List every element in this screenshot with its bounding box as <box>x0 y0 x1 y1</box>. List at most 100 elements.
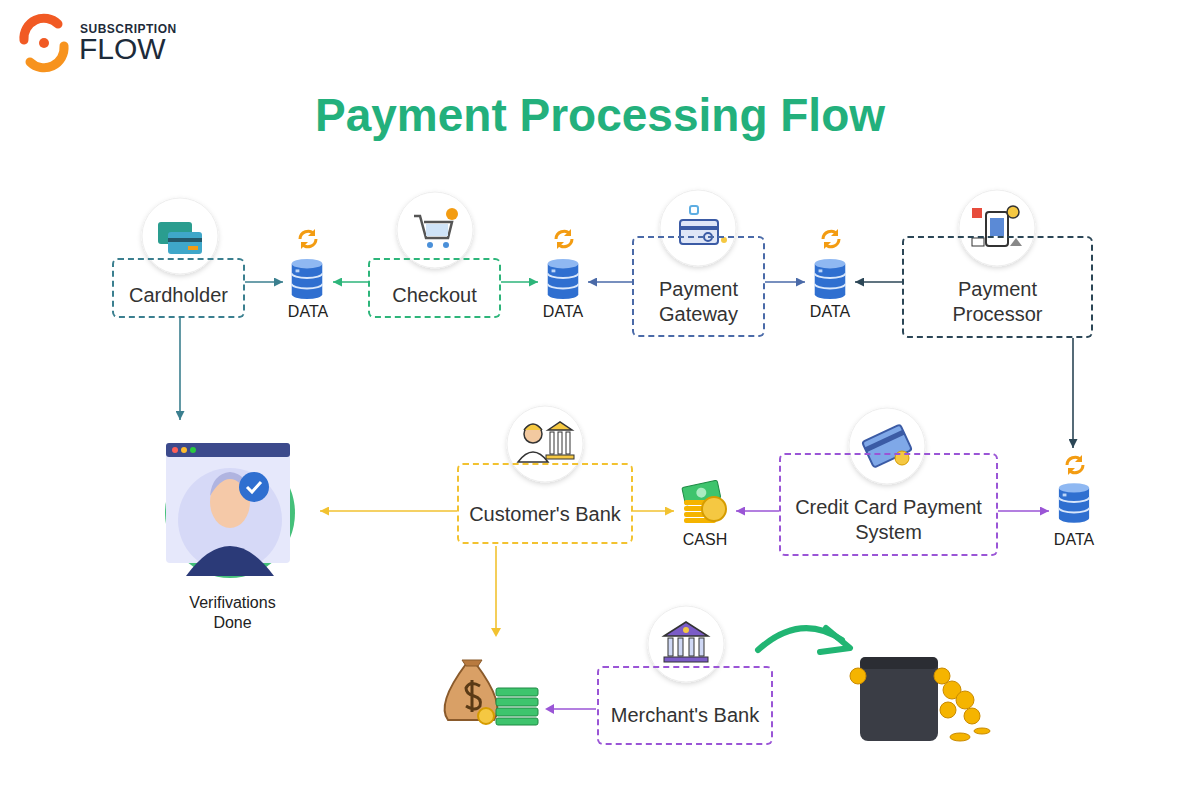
icon-circles <box>397 192 473 268</box>
database-node: DATA <box>805 256 855 324</box>
icon-caption: DATA <box>1054 530 1094 550</box>
node-label: Cardholder <box>129 283 228 308</box>
flow-arrow <box>245 281 283 283</box>
icon-circles <box>849 408 925 484</box>
cart-glyph <box>443 242 449 248</box>
bank-glyph <box>664 657 708 662</box>
icon-caption: DATA <box>543 302 583 322</box>
bank-glyph <box>699 638 704 656</box>
flow-arrow <box>1072 338 1074 448</box>
icon-caption: Verifivations Done <box>173 593 293 633</box>
logo-mark <box>30 46 64 68</box>
wallet <box>860 657 938 741</box>
logo-mark <box>24 18 58 40</box>
flow-arrows-decor <box>820 628 850 652</box>
database-icons <box>556 229 572 249</box>
flow-arrow <box>588 281 632 283</box>
gateway-glyph <box>690 206 698 214</box>
process-box: Credit Card Payment System <box>779 453 998 556</box>
node-label: Credit Card Payment System <box>791 495 986 545</box>
node-label: Checkout <box>392 283 477 308</box>
icon-caption: CASH <box>683 530 727 550</box>
money-bag <box>478 708 494 724</box>
database-icons <box>815 259 846 299</box>
flow-arrow <box>765 281 805 283</box>
cart-glyph <box>414 216 452 238</box>
verification-figure <box>239 472 269 502</box>
credit-card-glyph <box>865 430 905 452</box>
credit-card-glyph <box>862 424 912 467</box>
bank-glyph <box>678 638 683 656</box>
bank-glyph <box>668 638 673 656</box>
database-icons <box>292 259 323 299</box>
banker-glyph <box>566 432 570 454</box>
verification-figure <box>247 482 261 492</box>
gateway-glyph <box>680 206 727 244</box>
bank-glyph <box>689 638 694 656</box>
database-icons <box>1059 483 1089 523</box>
cash-stack <box>682 480 726 523</box>
processor-glyph <box>972 238 984 246</box>
processor-glyph <box>972 208 982 218</box>
banker-glyph <box>550 432 554 454</box>
wallet <box>974 728 990 734</box>
flow-arrows-decor <box>545 704 554 714</box>
money-bag <box>445 660 538 725</box>
bank-glyph <box>664 622 708 662</box>
cash-stack <box>695 487 707 499</box>
money-bag <box>496 718 538 725</box>
database-node: DATA <box>283 256 333 324</box>
flow-arrow <box>320 510 457 512</box>
processor-glyph <box>1010 238 1022 246</box>
process-box: Checkout <box>368 258 501 318</box>
banker-glyph <box>548 422 572 430</box>
money-bag <box>496 688 538 696</box>
banker-glyph <box>518 452 548 462</box>
database-icons <box>292 229 1089 523</box>
wallet <box>950 733 970 741</box>
wallet <box>964 708 980 724</box>
cart-glyph <box>427 242 433 248</box>
gateway-glyph <box>680 220 718 244</box>
logo-mark <box>24 18 64 68</box>
flow-arrow <box>179 318 181 420</box>
cash-stack <box>702 497 726 521</box>
money-bag <box>496 698 538 706</box>
verification-node: Verifivations Done <box>145 420 320 635</box>
money-bag <box>462 660 482 666</box>
flow-arrow <box>633 510 674 512</box>
bank-box: Merchant's Bank <box>597 666 773 745</box>
icon-circles <box>959 190 1035 266</box>
wallet <box>956 691 974 709</box>
icon-circles <box>507 406 583 482</box>
actor-box: Cardholder <box>112 258 245 318</box>
cash-node: CASH <box>674 478 736 552</box>
wallet <box>860 657 938 669</box>
verification-figure <box>186 546 274 576</box>
verification-figure <box>172 447 178 453</box>
banker-glyph <box>558 432 562 454</box>
bank-box: Customer's Bank <box>457 463 633 544</box>
bank-glyph <box>683 627 689 633</box>
process-box: Payment Gateway <box>632 236 765 337</box>
bank-glyph <box>664 622 708 636</box>
verification-figure <box>165 443 295 578</box>
flow-arrow <box>501 281 538 283</box>
flow-arrow <box>333 281 368 283</box>
node-label: Payment Processor <box>914 277 1081 327</box>
wallet <box>850 657 990 741</box>
credit-card-glyph <box>862 424 912 467</box>
database-icons <box>823 229 839 249</box>
database-node: DATA <box>1049 448 1099 552</box>
flow-arrows-decor <box>491 628 501 637</box>
card-glyph <box>158 222 202 254</box>
verification-figure <box>181 447 187 453</box>
gateway-glyph <box>680 226 718 230</box>
logo-mark <box>39 38 49 48</box>
money-bag <box>466 680 480 712</box>
money-bag <box>496 708 538 716</box>
banker-glyph <box>524 424 542 430</box>
database-icons <box>548 259 579 299</box>
icon-circles <box>648 606 724 682</box>
